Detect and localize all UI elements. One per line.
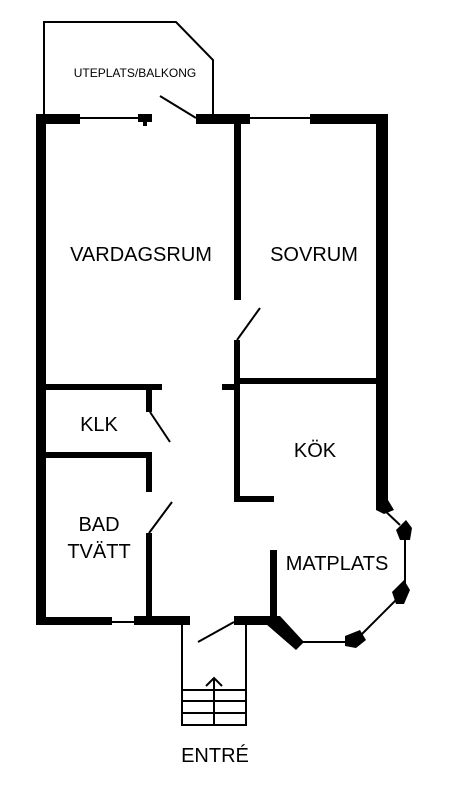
closet-top-wall xyxy=(44,384,162,390)
bath-right-wall-upper xyxy=(146,452,152,492)
door-swings xyxy=(148,307,261,643)
room-label-closet: KLK xyxy=(80,414,118,436)
balcony-outline xyxy=(43,21,214,117)
room-label-bath: BAD xyxy=(78,514,119,536)
room-label-dining: MATPLATS xyxy=(286,553,389,575)
outer-walls xyxy=(36,114,388,625)
kitchen-top-wall xyxy=(234,378,380,384)
left-wall xyxy=(36,114,46,624)
right-wall xyxy=(376,114,388,510)
entrance-door-swing xyxy=(197,621,235,643)
bottom-wall-right xyxy=(234,616,270,625)
bottom-wall-mid xyxy=(134,616,190,625)
bay-window xyxy=(266,500,412,650)
bath-top-wall xyxy=(44,452,152,458)
dining-wall xyxy=(270,550,277,622)
kitchen-bottom-stub xyxy=(234,496,274,502)
bottom-wall-left xyxy=(36,617,112,625)
kitchen-left-wall xyxy=(234,384,240,502)
bedroom-door-swing xyxy=(236,307,261,341)
room-label-balcony: UTEPLATS/BALKONG xyxy=(74,66,196,80)
room-label-living: VARDAGSRUM xyxy=(70,244,212,266)
bath-door-swing xyxy=(148,501,173,534)
balcony-door-swing xyxy=(159,95,197,119)
hall-wall-stub xyxy=(222,384,240,390)
room-label-entrance: ENTRÉ xyxy=(181,744,249,767)
room-label-kitchen: KÖK xyxy=(294,440,337,462)
closet-right-wall xyxy=(146,390,152,412)
bath-right-wall-lower xyxy=(146,533,152,618)
closet-door-swing xyxy=(149,411,171,443)
top-wall xyxy=(36,114,388,126)
living-bedroom-wall-upper xyxy=(234,120,241,300)
living-bedroom-wall-lower xyxy=(234,340,240,390)
room-label-bedroom: SOVRUM xyxy=(270,244,358,266)
entrance-arrow-icon xyxy=(205,676,223,726)
room-label-laundry: TVÄTT xyxy=(67,541,130,563)
interior-walls xyxy=(44,120,380,622)
